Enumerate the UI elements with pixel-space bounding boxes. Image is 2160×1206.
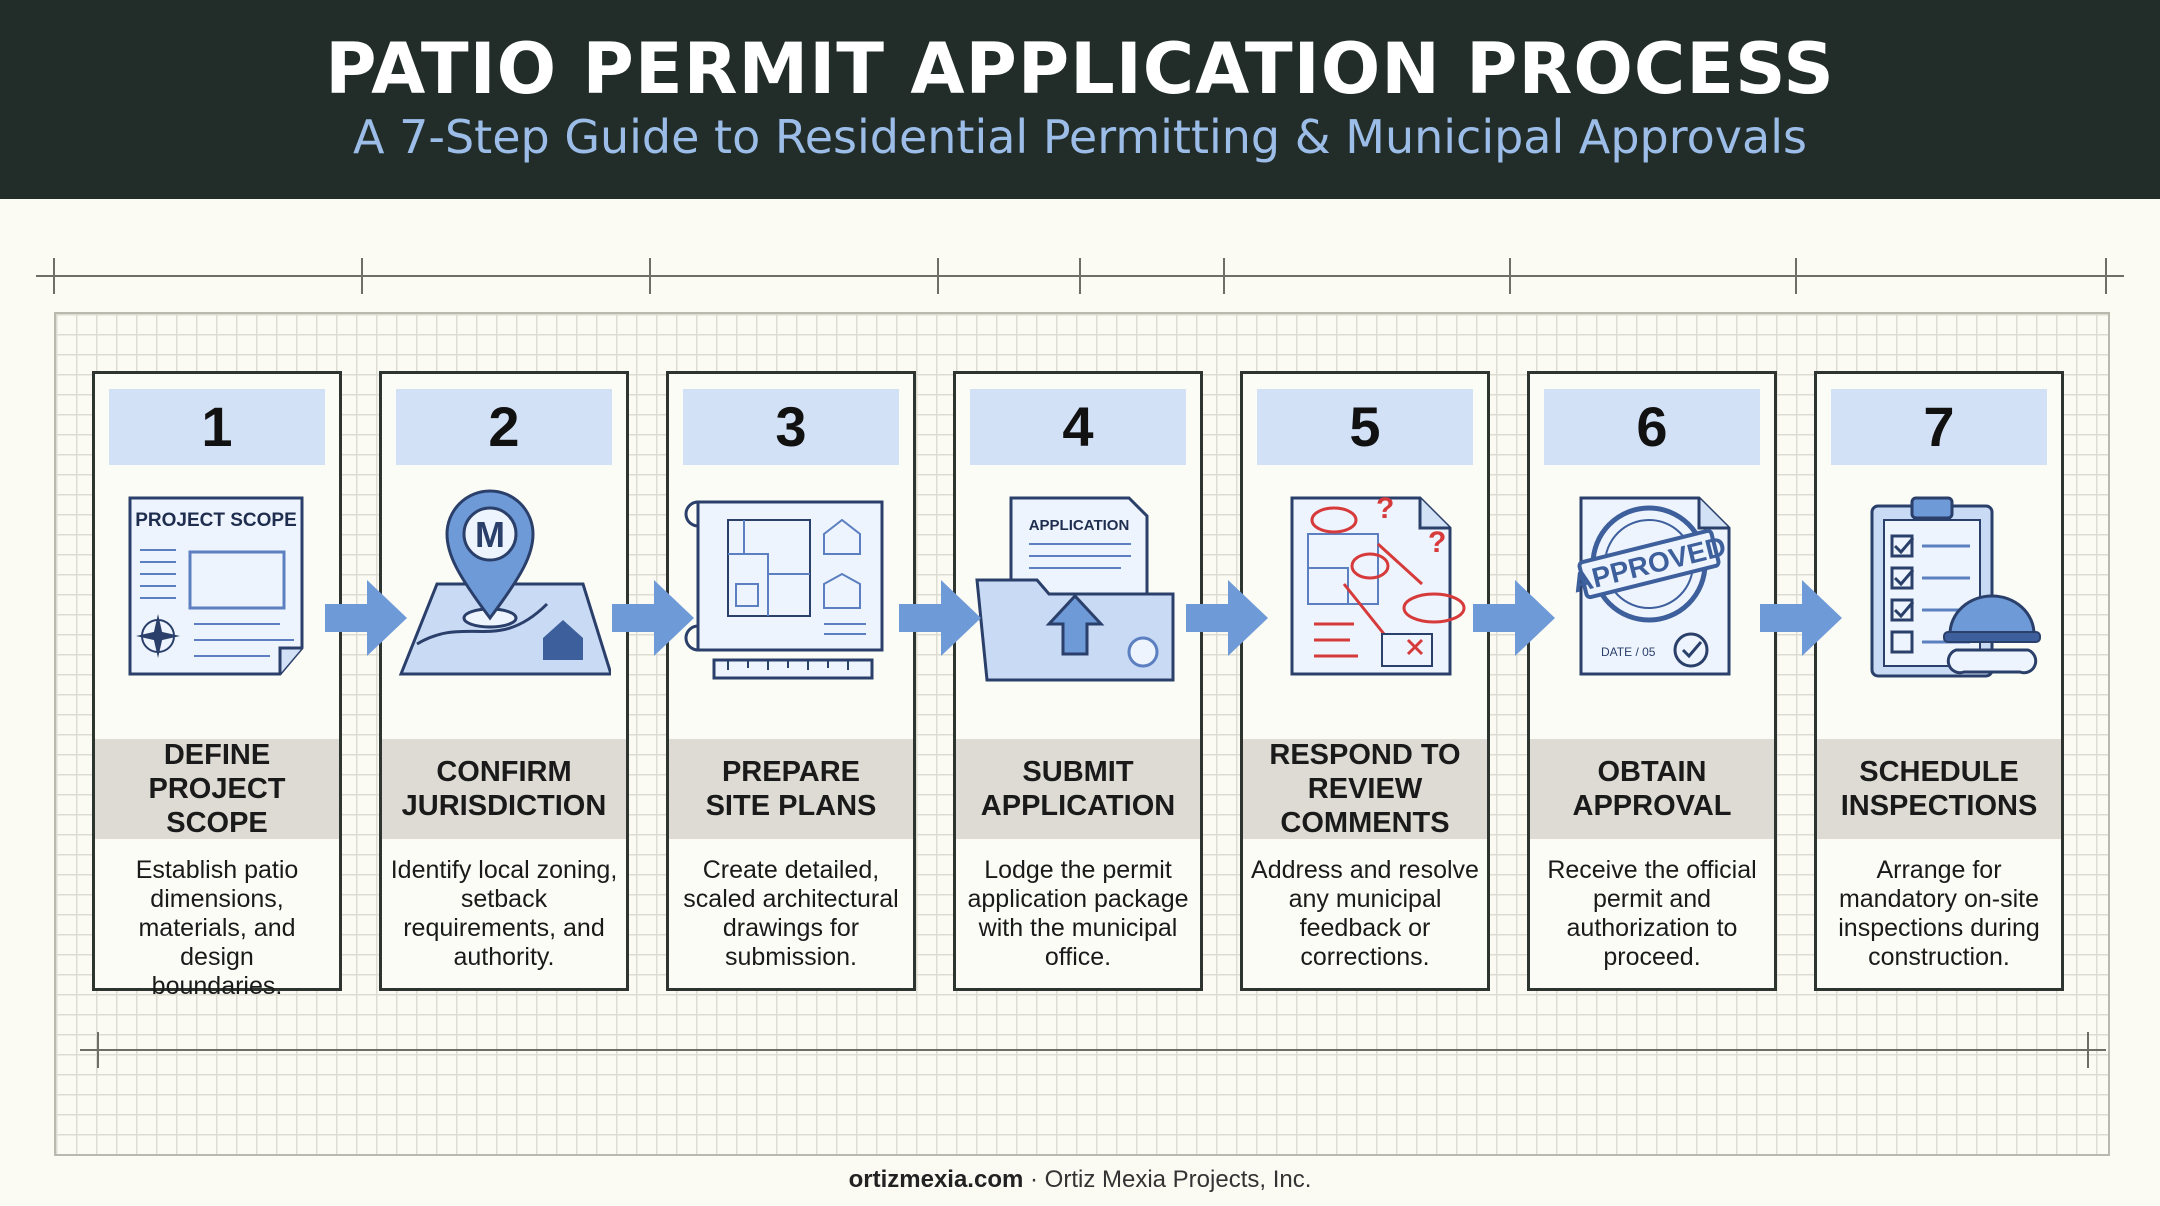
svg-text:?: ? [1376,492,1394,525]
icon-label-date: DATE / 05 [1601,645,1656,659]
step-description: Address and resolve any municipal feedba… [1251,856,1479,971]
step-description: Arrange for mandatory on-site inspection… [1838,856,2040,971]
step-number: 3 [683,389,899,465]
marked-up-document-icon: ? ? [1290,492,1466,676]
step-number: 1 [109,389,325,465]
step-description: Receive the official permit and authoriz… [1547,856,1757,971]
step-card-1: 1 PROJECT SCOPE DEFINE PROJECT SCOPE Est… [92,371,342,1000]
header-banner: PATIO PERMIT APPLICATION PROCESS A 7-Ste… [0,0,2160,199]
arrow-right-icon [1473,580,1555,656]
step-description: Lodge the permit application package wit… [967,856,1189,971]
step-title: SCHEDULE INSPECTIONS [1817,739,2061,839]
clipboard-hardhat-icon [1870,496,2041,678]
step-title: PREPARE SITE PLANS [669,739,913,839]
icon-label-application: APPLICATION [1029,517,1130,534]
step-number: 4 [970,389,1186,465]
step-title: DEFINE PROJECT SCOPE [95,739,339,839]
arrow-right-icon [325,580,407,656]
arrow-right-icon [612,580,694,656]
page-title: PATIO PERMIT APPLICATION PROCESS [325,28,1835,110]
footer-site-link[interactable]: ortizmexia.com [848,1166,1024,1193]
step-description: Identify local zoning, setback requireme… [390,856,618,971]
step-number: 7 [1831,389,2047,465]
step-title: CONFIRM JURISDICTION [382,739,626,839]
step-number: 2 [396,389,612,465]
icon-label-m: M [475,514,505,555]
step-description: Create detailed, scaled architectural dr… [683,856,899,971]
step-description: Establish patio dimensions, materials, a… [135,856,299,1000]
icon-label-project-scope: PROJECT SCOPE [135,510,297,531]
step-number: 6 [1544,389,1760,465]
footer-company: Ortiz Mexia Projects, Inc. [1044,1166,1312,1193]
arrow-right-icon [1760,580,1842,656]
step-card-5: 5 ? ? RESPOND TO REVIEW COMMENTS Address… [1240,371,1490,991]
step-card-2: 2 M CONFIRM JURISDICTION Identify local … [379,371,629,991]
step-title: RESPOND TO REVIEW COMMENTS [1243,739,1487,839]
project-scope-plan-icon: PROJECT SCOPE [128,496,304,676]
step-card-4: 4 APPLICATION SUBMIT APPLICATION Lodge t… [953,371,1203,991]
svg-text:?: ? [1428,526,1446,559]
step-title: OBTAIN APPROVAL [1530,739,1774,839]
folder-upload-icon: APPLICATION [975,496,1175,682]
footer-credit: ortizmexia.com · Ortiz Mexia Projects, I… [0,1166,2160,1194]
map-pin-icon: M [398,489,611,676]
step-card-6: 6 APPROVED DATE / 05 OBTAIN APPROVAL Rec… [1527,371,1777,991]
blueprint-icon [684,500,884,680]
arrow-right-icon [1186,580,1268,656]
approved-stamp-icon: APPROVED DATE / 05 [1569,496,1731,676]
step-number: 5 [1257,389,1473,465]
page-subtitle: A 7-Step Guide to Residential Permitting… [353,110,1807,164]
step-card-7: 7 SCHEDULE INSPECTIONS Arrange for manda… [1814,371,2064,991]
step-title: SUBMIT APPLICATION [956,739,1200,839]
arrow-right-icon [899,580,981,656]
step-card-3: 3 PREPARE SITE PLANS Create detailed, sc… [666,371,916,991]
footer-separator: · [1023,1166,1045,1193]
